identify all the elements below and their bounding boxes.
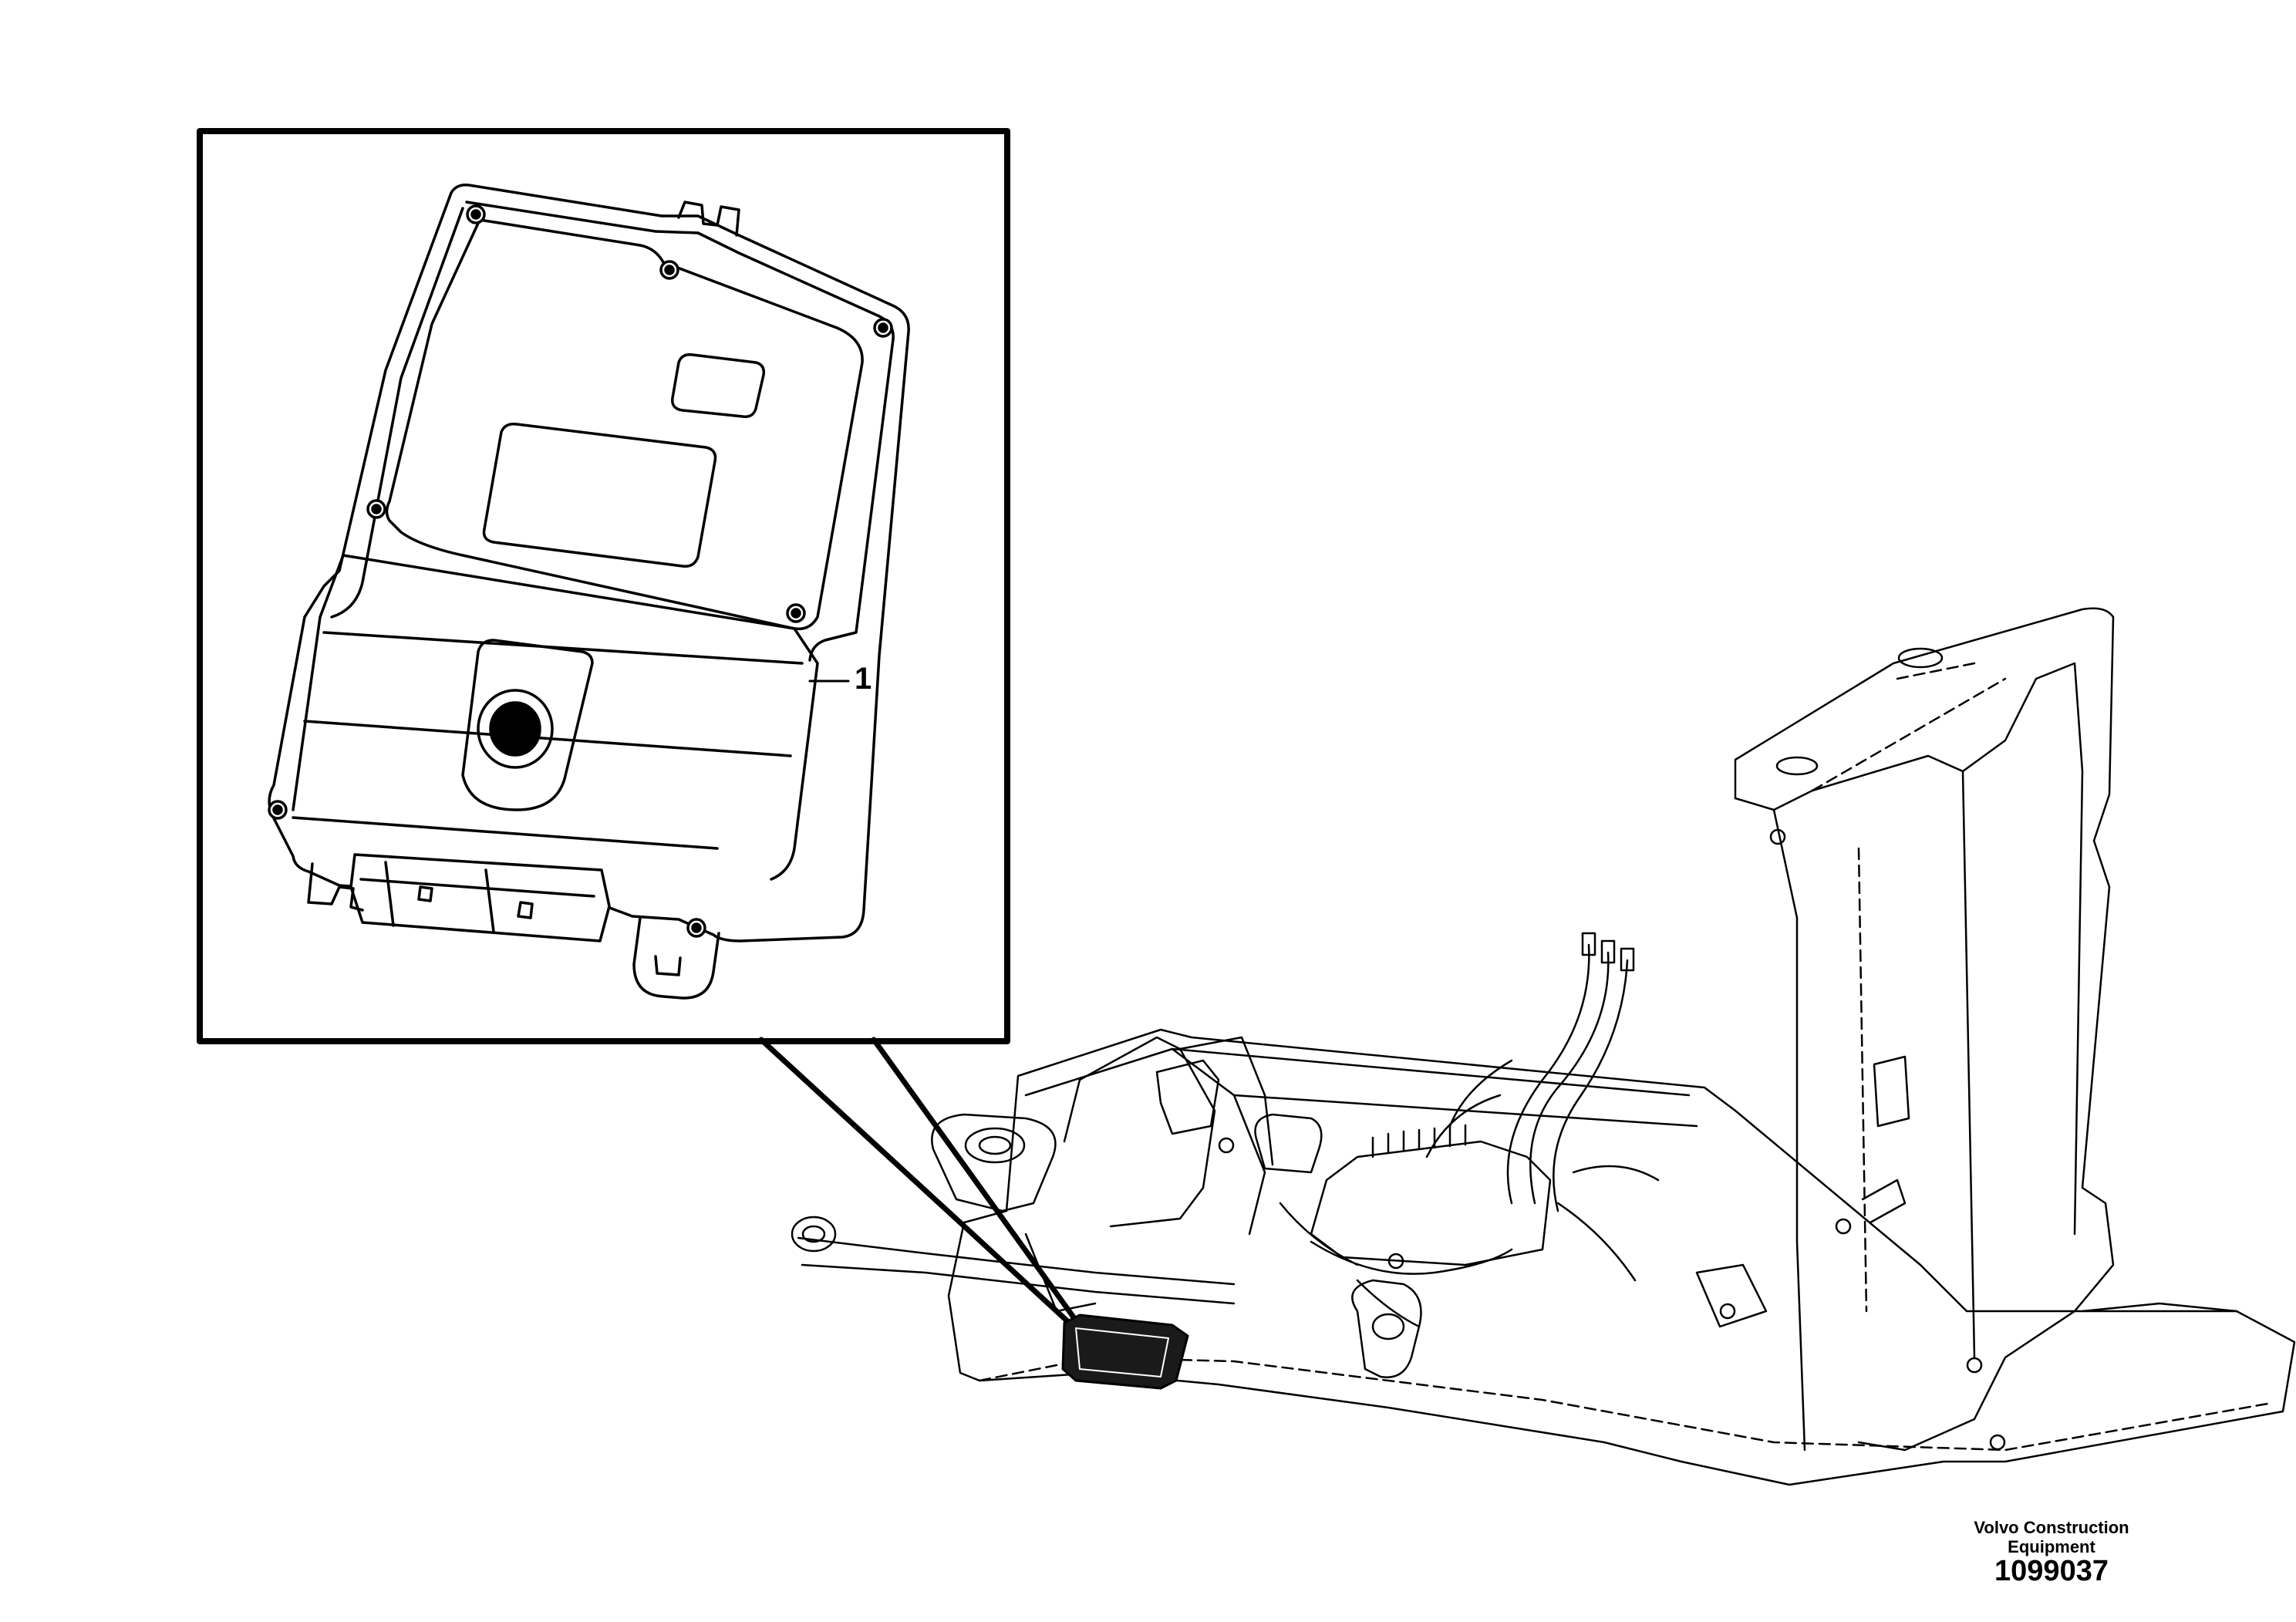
valve-block <box>1310 1140 1552 1266</box>
tower-top-boss-2 <box>1775 756 1819 776</box>
ecu-flange-left <box>330 207 464 619</box>
ecu-housing-flange <box>465 201 895 662</box>
frame-rear-cross <box>1063 1036 1274 1228</box>
ecu-connector-detail <box>359 861 595 933</box>
frame-pivot-hole <box>964 1127 1026 1164</box>
link-rod <box>797 1236 1236 1305</box>
valve-spools <box>1371 1124 1467 1158</box>
control-unit-detail <box>268 183 910 1000</box>
frame-bolts <box>1218 828 2006 1451</box>
ecu-seal-inner <box>489 701 541 757</box>
ecu-seal-outer <box>477 689 554 769</box>
ecu-front-left-edge <box>292 554 345 811</box>
ecu-installed-highlight <box>1075 1327 1169 1378</box>
link-rod-eye <box>791 1216 837 1253</box>
ecu-label-plate-large <box>482 422 717 568</box>
publisher-name: Volvo Construction Equipment <box>1843 1518 2260 1556</box>
frame-tower-dashes <box>1811 662 2007 1313</box>
hose-fittings <box>1581 932 1635 972</box>
frame-pivot-lug <box>931 1113 1057 1212</box>
frame-lower-body <box>947 1028 2296 1486</box>
callout-number-1: 1 <box>855 662 872 696</box>
document-number: 1099037 <box>1994 1555 2109 1587</box>
tower-top-boss-1 <box>1897 647 1944 669</box>
ecu-lid-recess <box>385 218 864 631</box>
tower-slot <box>1861 1055 1910 1224</box>
ecu-front-right-edge <box>770 627 819 881</box>
steering-joint-pin <box>1371 1313 1405 1340</box>
detail-leader-wedge <box>758 1037 1079 1324</box>
publisher-line-1: Volvo Construction <box>1974 1518 2129 1537</box>
frame-bracket <box>1155 1059 1220 1135</box>
ecu-label-plate-small <box>671 352 766 419</box>
machine-frame <box>791 607 2296 1486</box>
frame-base-plate <box>1695 1263 2238 1328</box>
ecu-installed-location <box>1061 1313 1189 1390</box>
frame-cylinder <box>1254 1113 1323 1174</box>
frame-tower-outer <box>1734 607 2115 1452</box>
ecu-screws <box>268 204 893 938</box>
ecu-boss <box>461 639 594 811</box>
ecu-mount-tab-top <box>677 201 740 237</box>
link-rod-eye-inner <box>801 1225 826 1243</box>
ecu-mount-tab-bottom-left <box>307 862 364 912</box>
frame-tower-side <box>1961 662 2084 1236</box>
ecu-mount-tab-bottom-right <box>632 916 720 1000</box>
frame-pivot-hole-inner <box>978 1135 1012 1155</box>
hydraulic-hoses <box>1279 943 1660 1328</box>
frame-tower-front <box>1734 754 1976 1452</box>
steering-joint <box>1351 1279 1422 1378</box>
publisher-line-2: Equipment <box>2008 1537 2095 1556</box>
